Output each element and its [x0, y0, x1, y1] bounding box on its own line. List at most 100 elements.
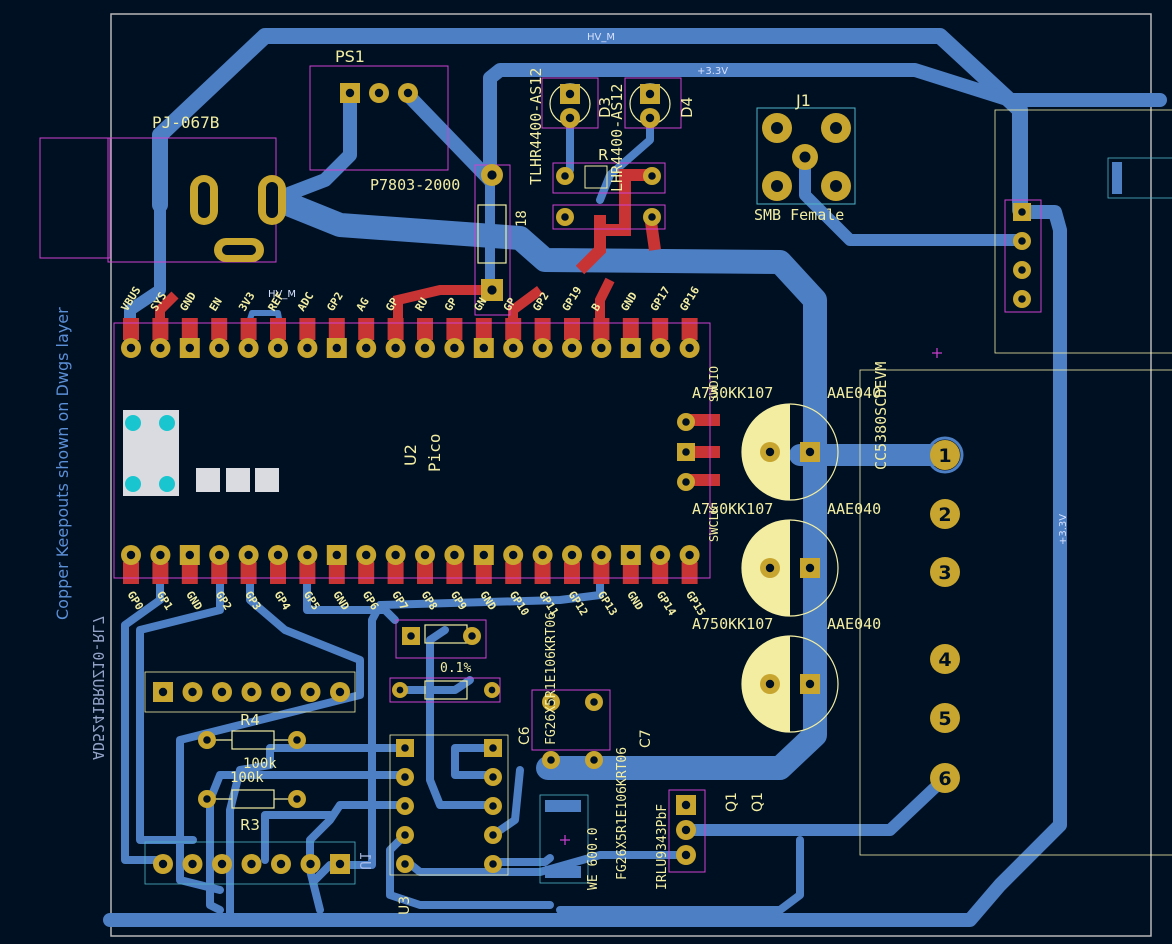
ps1-pad	[340, 83, 360, 103]
pico-bottom-stub	[446, 562, 463, 584]
pico-top-pad	[297, 338, 318, 358]
pico-bottom-pad	[650, 545, 671, 565]
res-pad	[463, 627, 481, 645]
u3-pad	[396, 826, 414, 844]
pico-top-pad	[444, 338, 465, 358]
ps1-pad	[398, 83, 418, 103]
res-pad	[392, 682, 408, 698]
cap2-tail: AAE040	[827, 500, 881, 518]
pico-top-pad	[209, 338, 230, 358]
pico-top-pad	[679, 338, 700, 358]
pico-top-stub	[564, 318, 580, 340]
header8-pad	[271, 682, 291, 702]
u3-pad	[396, 797, 414, 815]
header8-pad	[212, 682, 232, 702]
c7-pad	[585, 693, 603, 711]
conn-pin-number: 4	[938, 649, 951, 671]
pico-top-pad	[503, 338, 524, 358]
diode-pad	[481, 279, 503, 301]
u3-pad	[396, 855, 414, 873]
keepout-note: Copper Keepouts shown on Dwgs layer	[53, 307, 72, 620]
pico-top-pin-label: GN	[471, 295, 489, 313]
pico-bottom-pad	[209, 545, 230, 565]
pico-top-pin-label: GP	[383, 295, 401, 313]
conn-pin-number: 6	[938, 768, 951, 790]
res-pad	[484, 682, 500, 698]
pico-top-stub	[505, 318, 522, 340]
u3-ref: U3	[397, 896, 413, 915]
pico-top-pad	[356, 338, 377, 358]
pico-top-stub	[387, 318, 404, 340]
pico-bottom-pad	[150, 545, 171, 565]
res-pad	[643, 208, 661, 226]
header-pad	[1013, 261, 1031, 279]
pico-bottom-pad	[473, 545, 494, 565]
pico-bottom-pad	[268, 545, 288, 565]
header7-pad	[300, 854, 321, 874]
r3-pad	[288, 790, 306, 808]
c6-value: FG26X5R1E106KRT06	[544, 612, 559, 745]
pico-bottom-pad	[620, 545, 641, 565]
u1-back-value: AD5241BRUZ10-RL7	[89, 616, 107, 761]
u3-pad	[396, 768, 414, 786]
res-body	[584, 165, 608, 189]
pico-bottom-stub	[299, 562, 316, 584]
header7-pad	[182, 854, 203, 874]
net-3v3-top: +3.3V	[697, 66, 728, 77]
pico-top-stub	[475, 318, 492, 340]
net-hv-m-left: HV_M	[268, 289, 296, 300]
c6-pad	[542, 693, 560, 711]
r3-ref: R3	[240, 816, 260, 834]
pico-bottom-pad	[121, 545, 141, 565]
r3-pad	[198, 790, 216, 808]
pico-top-stub	[534, 318, 551, 340]
pico-bottom-stub	[123, 562, 139, 584]
front-copper-traces	[155, 169, 720, 486]
u2-value: Pico	[425, 433, 444, 472]
r3-value: 100k	[230, 770, 264, 786]
pico-top-pad	[415, 338, 435, 358]
led-pad	[560, 84, 580, 104]
pico-top-pad	[238, 338, 259, 358]
pico-bottom-stub	[387, 562, 404, 584]
jack-ref: PJ-067B	[152, 113, 219, 132]
q1-ref: Q1	[724, 792, 740, 812]
pico-top-pin-label: GP	[501, 295, 519, 313]
header8-pad	[153, 682, 173, 702]
back-copper-traces	[103, 28, 1167, 927]
header-pad	[1013, 232, 1031, 250]
pico-bottom-stub	[270, 562, 286, 584]
pico-top-stub	[417, 318, 433, 340]
pico-top-stub	[181, 318, 198, 340]
pico-bottom-pad	[503, 545, 524, 565]
pico-bottom-stub	[681, 562, 698, 584]
pico-bottom-stub	[152, 562, 169, 584]
pico-top-stub	[240, 318, 257, 340]
pico-top-pad	[620, 338, 641, 358]
pico-top-pad	[385, 338, 406, 358]
inductor-pad	[545, 800, 581, 812]
header8-pad	[182, 682, 203, 702]
swd-pad	[677, 473, 695, 491]
r4-pad	[198, 731, 216, 749]
pico-top-stub	[446, 318, 463, 340]
pico-top-stub	[152, 318, 169, 340]
cap1-value: A750KK107	[692, 384, 773, 402]
conn-pin-pad	[930, 557, 960, 587]
pico-bottom-stub	[622, 562, 639, 584]
net-3v3-right: +3.3V	[1058, 514, 1069, 545]
header7-pad	[212, 854, 232, 874]
r4-value: 100k	[243, 756, 277, 772]
pico-bottom-stub	[417, 562, 433, 584]
header8-pad	[330, 682, 350, 702]
res-top-value: 0.1%	[440, 661, 471, 676]
cap1-tail: AAE040	[827, 384, 881, 402]
q1-pad	[676, 845, 696, 865]
u2-ref: U2	[401, 444, 420, 466]
pico-bottom-pad	[679, 545, 700, 565]
c7-ref: C7	[638, 729, 654, 748]
cap2-value: A750KK107	[692, 500, 773, 518]
pico-top-pad	[121, 338, 141, 358]
